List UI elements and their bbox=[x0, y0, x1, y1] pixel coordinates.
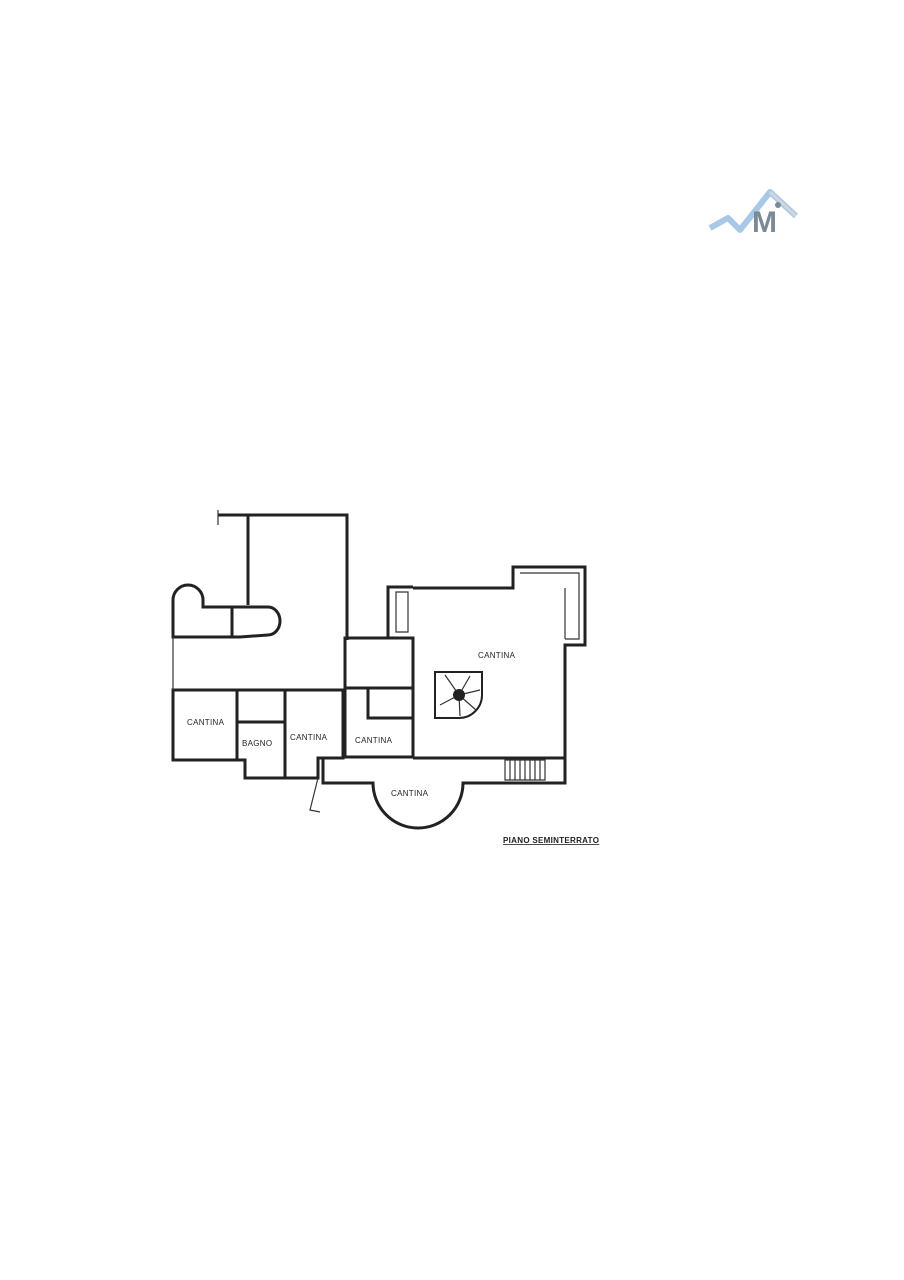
lower-left-block bbox=[171, 637, 345, 813]
company-logo bbox=[706, 186, 799, 242]
room-label-cantina-4: CANTINA bbox=[478, 651, 516, 660]
room-label-bagno: BAGNO bbox=[242, 739, 272, 748]
room-label-cantina-1: CANTINA bbox=[187, 718, 225, 727]
spiral-staircase-icon bbox=[434, 671, 483, 719]
logo-letter: M bbox=[752, 206, 777, 239]
large-cellar-room bbox=[413, 565, 587, 760]
logo-roof-icon bbox=[708, 189, 799, 233]
room-label-cantina-2: CANTINA bbox=[290, 733, 328, 742]
bottom-strip bbox=[321, 758, 567, 830]
middle-block bbox=[343, 585, 415, 759]
room-label-cantina-3: CANTINA bbox=[355, 736, 393, 745]
room-label-cantina-5: CANTINA bbox=[391, 789, 429, 798]
floor-title: PIANO SEMINTERRATO bbox=[503, 836, 599, 845]
upper-left-walls bbox=[171, 510, 349, 640]
